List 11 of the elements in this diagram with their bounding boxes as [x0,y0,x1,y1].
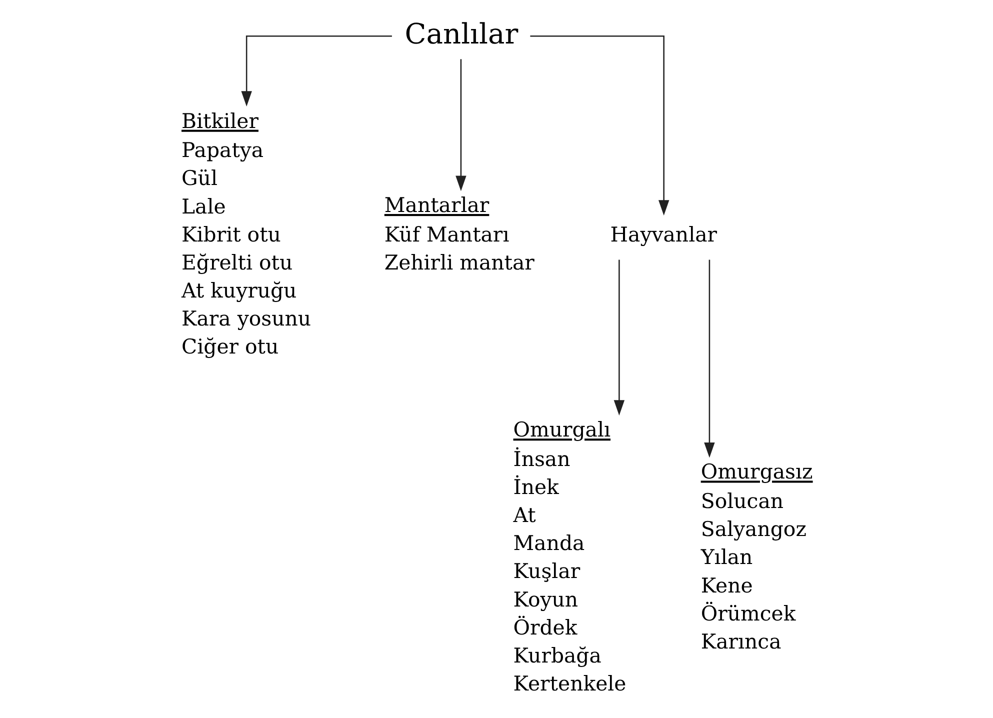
arrow [240,36,392,106]
arrow [530,36,669,216]
arrow [704,260,714,458]
node-text: Mantarlar Küf Mantarı Zehirli mantar [384,193,534,274]
node-text: Bitkiler Papatya Gül Lale Kibrit otu Eğrelti otu At kuyruğu Kara yosunu Ciğer otu [181,108,311,359]
arrow [613,260,624,416]
node-text: Omurgasız Solucan Salyangoz Yılan Kene Örümcek Karınca [700,460,812,654]
node-text: Canlılar [404,17,518,50]
node-text: Hayvanlar [610,222,717,246]
arrow [455,59,466,192]
node-text: Omurgalı İnsan İnek At Manda Kuşlar Koyun Ördek Kurbağa Kertenkele [512,418,626,696]
